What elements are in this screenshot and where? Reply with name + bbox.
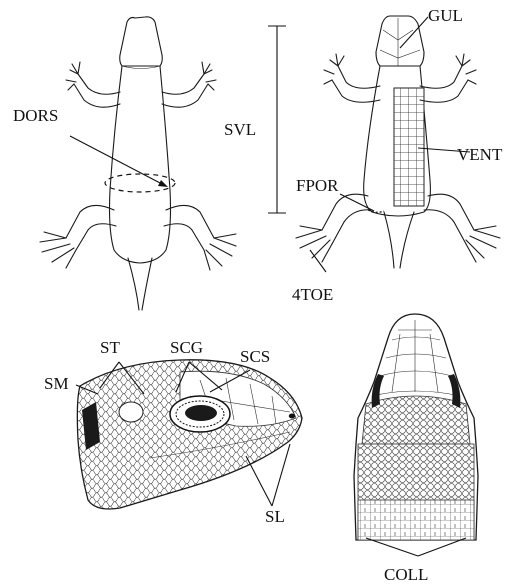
coll-annotation: COLL bbox=[366, 538, 466, 584]
svl-scale-bar: SVL bbox=[224, 26, 286, 213]
label-svl: SVL bbox=[224, 120, 256, 139]
label-fpor: FPOR bbox=[296, 176, 339, 195]
label-st: ST bbox=[100, 338, 120, 357]
label-sl: SL bbox=[265, 507, 285, 526]
dorsal-lizard-drawing bbox=[40, 17, 236, 310]
head-lateral-drawing bbox=[77, 360, 302, 509]
label-vent: VENT bbox=[457, 145, 503, 164]
label-scg: SCG bbox=[170, 338, 203, 357]
label-coll: COLL bbox=[384, 565, 428, 584]
dors-annotation: DORS bbox=[13, 106, 168, 187]
label-dors: DORS bbox=[13, 106, 58, 125]
ventral-lizard-drawing bbox=[296, 16, 500, 268]
label-sm: SM bbox=[44, 374, 69, 393]
head-dorsal-drawing bbox=[354, 314, 478, 540]
label-gul: GUL bbox=[428, 6, 463, 25]
label-4toe: 4TOE bbox=[292, 285, 333, 304]
label-scs: SCS bbox=[240, 347, 270, 366]
